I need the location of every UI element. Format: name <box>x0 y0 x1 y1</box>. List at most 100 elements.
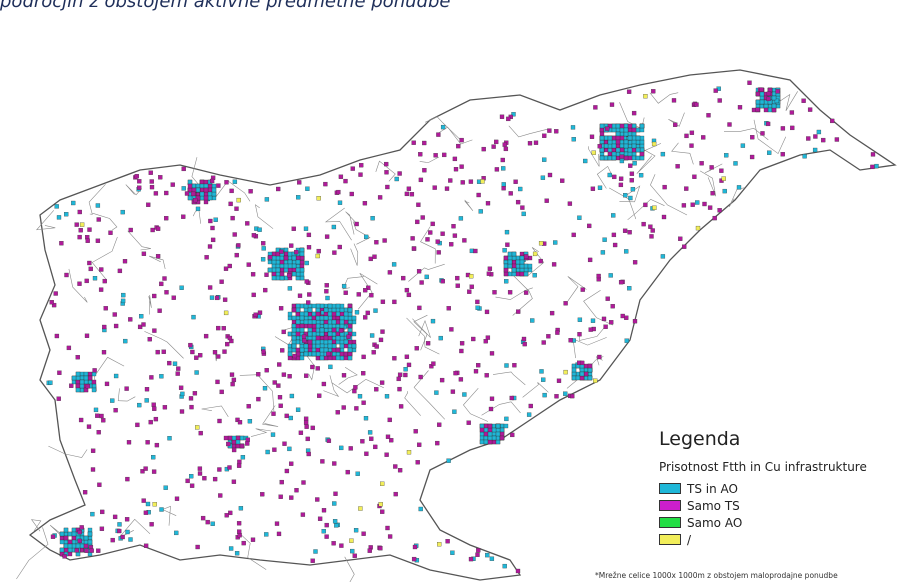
grid-cell <box>387 417 392 423</box>
grid-cell <box>303 351 309 357</box>
grid-cell <box>71 379 77 385</box>
grid-cell <box>332 461 337 466</box>
grid-cell <box>599 147 605 153</box>
grid-cell <box>238 506 244 511</box>
grid-cell <box>323 331 329 337</box>
grid-cell <box>377 195 383 200</box>
grid-cell <box>615 151 621 157</box>
grid-cell <box>91 379 97 385</box>
grid-cell <box>372 254 377 259</box>
grid-cell <box>231 479 237 484</box>
grid-cell <box>359 163 364 168</box>
grid-cell <box>660 151 666 157</box>
grid-cell <box>199 195 205 201</box>
grid-cell <box>315 315 321 321</box>
grid-cell <box>438 335 443 341</box>
grid-cell <box>229 188 234 194</box>
grid-cell <box>609 320 614 325</box>
grid-cell <box>79 543 85 549</box>
grid-cell <box>283 267 289 273</box>
grid-cell <box>275 275 281 281</box>
grid-cell <box>515 568 521 574</box>
grid-cell <box>326 438 332 443</box>
grid-cell <box>193 197 198 203</box>
grid-cell <box>279 275 285 281</box>
grid-cell <box>263 287 268 293</box>
grid-cell <box>191 187 197 193</box>
grid-cell <box>311 323 317 329</box>
grid-cell <box>603 139 609 145</box>
grid-cell <box>225 341 230 347</box>
grid-cell <box>343 343 349 349</box>
grid-cell <box>448 178 453 183</box>
grid-cell <box>278 306 284 311</box>
grid-cell <box>120 298 126 304</box>
grid-cell <box>627 143 633 149</box>
grid-cell <box>420 215 425 220</box>
grid-cell <box>71 527 77 533</box>
grid-cell <box>264 272 269 277</box>
municipality-border <box>492 371 526 386</box>
grid-cell <box>491 427 497 433</box>
grid-cell <box>806 136 811 141</box>
grid-cell <box>701 135 706 140</box>
grid-cell <box>412 544 418 550</box>
grid-cell <box>611 135 617 141</box>
grid-cell <box>75 383 81 389</box>
grid-cell <box>506 116 511 122</box>
grid-cell <box>445 539 450 544</box>
grid-cell <box>101 350 107 355</box>
grid-cell <box>480 179 485 184</box>
grid-cell <box>331 323 337 329</box>
municipality-border <box>412 318 431 338</box>
grid-cell <box>519 263 525 269</box>
grid-cell <box>323 343 329 349</box>
grid-cell <box>63 547 69 553</box>
legend-swatch-samo-ao <box>659 517 681 528</box>
grid-cell <box>526 412 532 417</box>
grid-cell <box>62 554 67 559</box>
grid-cell <box>319 335 325 341</box>
grid-cell <box>689 130 695 135</box>
grid-cell <box>521 336 527 342</box>
grid-cell <box>765 121 771 127</box>
grid-cell <box>122 259 128 264</box>
grid-cell <box>362 201 368 206</box>
grid-cell <box>722 188 727 194</box>
grid-cell <box>503 423 509 429</box>
grid-cell <box>164 290 169 295</box>
grid-cell <box>299 267 305 273</box>
grid-cell <box>67 547 73 553</box>
grid-cell <box>599 139 605 145</box>
grid-cell <box>247 419 253 424</box>
grid-cell <box>387 534 393 539</box>
grid-cell <box>170 182 175 187</box>
grid-cell <box>343 311 349 317</box>
grid-cell <box>813 134 818 139</box>
grid-cell <box>311 331 317 337</box>
grid-cell <box>299 327 305 333</box>
grid-cell <box>79 375 85 381</box>
grid-cell <box>379 380 385 385</box>
grid-cell <box>164 190 169 196</box>
grid-cell <box>210 237 216 243</box>
grid-cell <box>631 110 637 116</box>
grid-cell <box>164 216 169 221</box>
grid-cell <box>577 317 583 322</box>
grid-cell <box>373 444 378 450</box>
municipality-border <box>699 170 717 197</box>
grid-cell <box>229 372 235 377</box>
grid-cell <box>89 548 94 553</box>
grid-cell <box>459 348 464 354</box>
grid-cell <box>623 147 629 153</box>
grid-cell <box>236 463 242 468</box>
grid-cell <box>380 329 385 334</box>
grid-cell <box>84 278 89 284</box>
municipality-border <box>419 156 440 163</box>
grid-cell <box>218 493 223 498</box>
grid-cell <box>341 283 347 289</box>
grid-cell <box>288 415 293 421</box>
grid-cell <box>385 184 390 190</box>
grid-cell <box>307 351 313 357</box>
grid-cell <box>207 183 213 189</box>
